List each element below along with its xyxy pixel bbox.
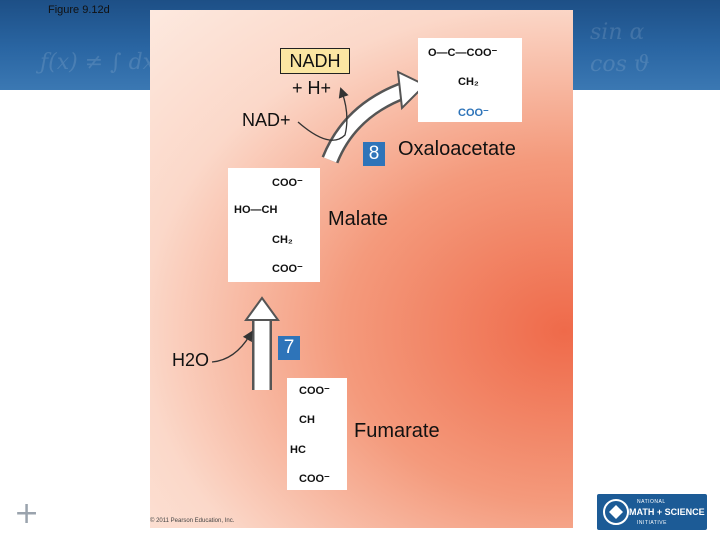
banner-decoration: sin α [590, 20, 645, 45]
step-7-badge: 7 [278, 336, 300, 360]
logo-line-3: INITIATIVE [637, 520, 667, 526]
water-label: H2O [172, 350, 210, 370]
malate-label: Malate [328, 208, 389, 230]
h-plus-label: + H+ [292, 78, 332, 98]
nms-logo: NATIONAL MATH + SCIENCE INITIATIVE [597, 494, 707, 530]
arrow-head-malate [244, 296, 280, 321]
water-arrow [211, 330, 253, 363]
fumarate-line-3: HC [290, 444, 306, 456]
banner-decoration: cos ϑ [590, 52, 650, 77]
oxaloacetate-line-1: O—C—COO⁻ [428, 47, 498, 59]
plus-icon: + [14, 496, 40, 531]
malate-line-3: CH₂ [272, 234, 293, 246]
figure-label: Figure 9.12d [48, 4, 110, 16]
malate-structure: COO⁻ HO—CH CH₂ COO⁻ [228, 168, 320, 282]
fumarate-structure: COO⁻ CH HC COO⁻ [287, 378, 347, 490]
copyright-text: © 2011 Pearson Education, Inc. [150, 518, 235, 524]
fumarate-line-2: CH [299, 414, 315, 426]
logo-mark-icon [603, 499, 629, 525]
oxaloacetate-line-3: COO⁻ [458, 107, 489, 119]
step-8-badge: 8 [363, 142, 385, 166]
malate-line-1: COO⁻ [272, 177, 303, 189]
logo-line-1: NATIONAL [637, 499, 666, 505]
fumarate-line-4: COO⁻ [299, 473, 330, 485]
nadh-label: NADH [280, 48, 350, 74]
oxaloacetate-structure: O—C—COO⁻ CH₂ COO⁻ [418, 38, 522, 122]
oxaloacetate-line-2: CH₂ [458, 76, 479, 88]
malate-line-2: HO—CH [234, 204, 278, 216]
nad-plus-label: NAD+ [242, 110, 291, 130]
logo-line-2: MATH + SCIENCE [629, 507, 705, 517]
oxaloacetate-label: Oxaloacetate [398, 138, 516, 160]
cofactor-arrow-nad [297, 87, 349, 141]
fumarate-line-1: COO⁻ [299, 385, 330, 397]
malate-line-4: COO⁻ [272, 263, 303, 275]
arrow-head-oxaloacetate [396, 70, 427, 111]
fumarate-label: Fumarate [354, 420, 440, 442]
banner-decoration: ƒ(x) ≠ ∫ dx [40, 50, 156, 75]
